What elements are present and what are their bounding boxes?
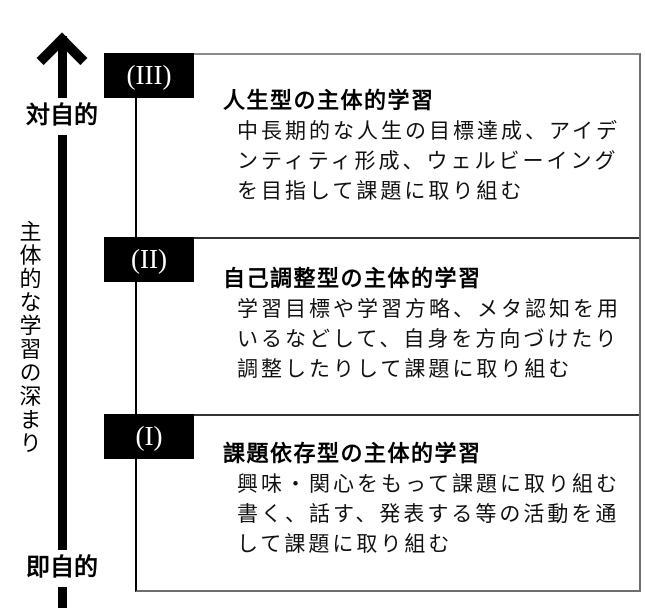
level-section-ii: (II) 自己調整型の主体的学習 学習目標や学習方略、メタ認知を用 いるなどして… bbox=[104, 237, 639, 414]
level-description-ii: 学習目標や学習方略、メタ認知を用 いるなどして、自身を方向づけたり 調整したりし… bbox=[237, 298, 621, 381]
level-title-i: 課題依存型の主体的学習 bbox=[223, 441, 482, 466]
level-content-ii: 自己調整型の主体的学習 学習目標や学習方略、メタ認知を用 いるなどして、自身を方… bbox=[137, 239, 639, 385]
level-badge-ii: (II) bbox=[104, 237, 194, 282]
axis-top-label: 対自的 bbox=[18, 98, 106, 135]
levels-box: (III) 人生型の主体的学習 中長期的な人生の目標達成、アイデ ンティティ形成… bbox=[104, 53, 641, 592]
level-content-iii: 人生型の主体的学習 中長期的な人生の目標達成、アイデ ンティティ形成、ウェルビー… bbox=[137, 55, 639, 207]
level-title-ii: 自己調整型の主体的学習 bbox=[223, 266, 482, 291]
level-description-i: 興味・関心をもって課題に取り組む 書く、話す、発表する等の活動を通 して課題に取… bbox=[237, 473, 620, 556]
level-badge-i: (I) bbox=[104, 414, 194, 459]
axis-bottom-label: 即自的 bbox=[18, 550, 106, 587]
level-section-i: (I) 課題依存型の主体的学習 興味・関心をもって課題に取り組む 書く、話す、発… bbox=[104, 414, 639, 590]
level-section-iii: (III) 人生型の主体的学習 中長期的な人生の目標達成、アイデ ンティティ形成… bbox=[104, 53, 639, 237]
arrow-up-icon bbox=[36, 32, 88, 84]
axis-arrow-shaft bbox=[58, 36, 67, 608]
axis-title-vertical: 主体的な学習の深まり bbox=[16, 220, 42, 455]
level-description-iii: 中長期的な人生の目標達成、アイデ ンティティ形成、ウェルビーイング を目指して課… bbox=[237, 120, 620, 203]
level-title-iii: 人生型の主体的学習 bbox=[223, 88, 435, 113]
level-content-i: 課題依存型の主体的学習 興味・関心をもって課題に取り組む 書く、話す、発表する等… bbox=[137, 416, 639, 560]
level-badge-iii: (III) bbox=[104, 53, 194, 98]
